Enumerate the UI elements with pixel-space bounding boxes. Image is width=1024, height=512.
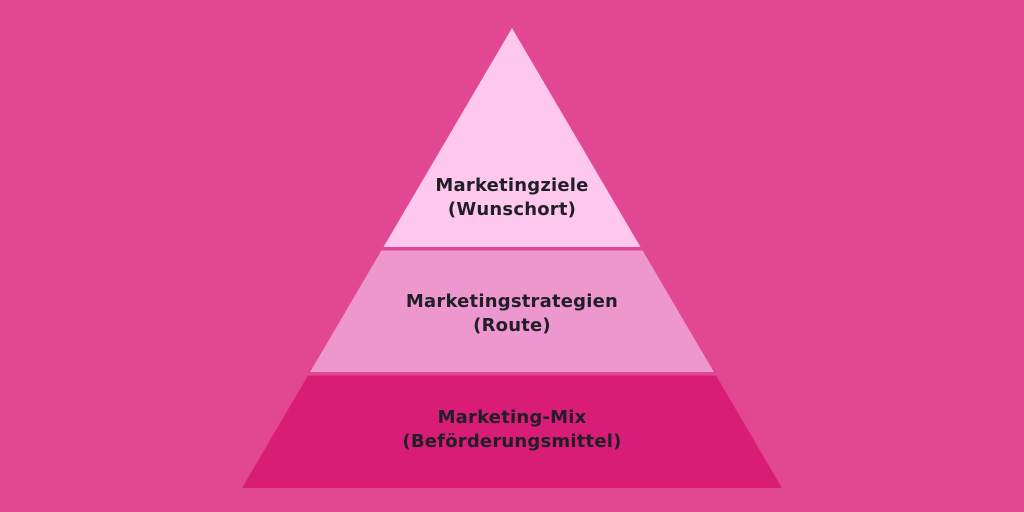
pyramid-tier-bottom-shape [242,375,782,488]
pyramid-tier-middle-shape [310,250,714,372]
pyramid-tier-top-shape [383,28,641,247]
